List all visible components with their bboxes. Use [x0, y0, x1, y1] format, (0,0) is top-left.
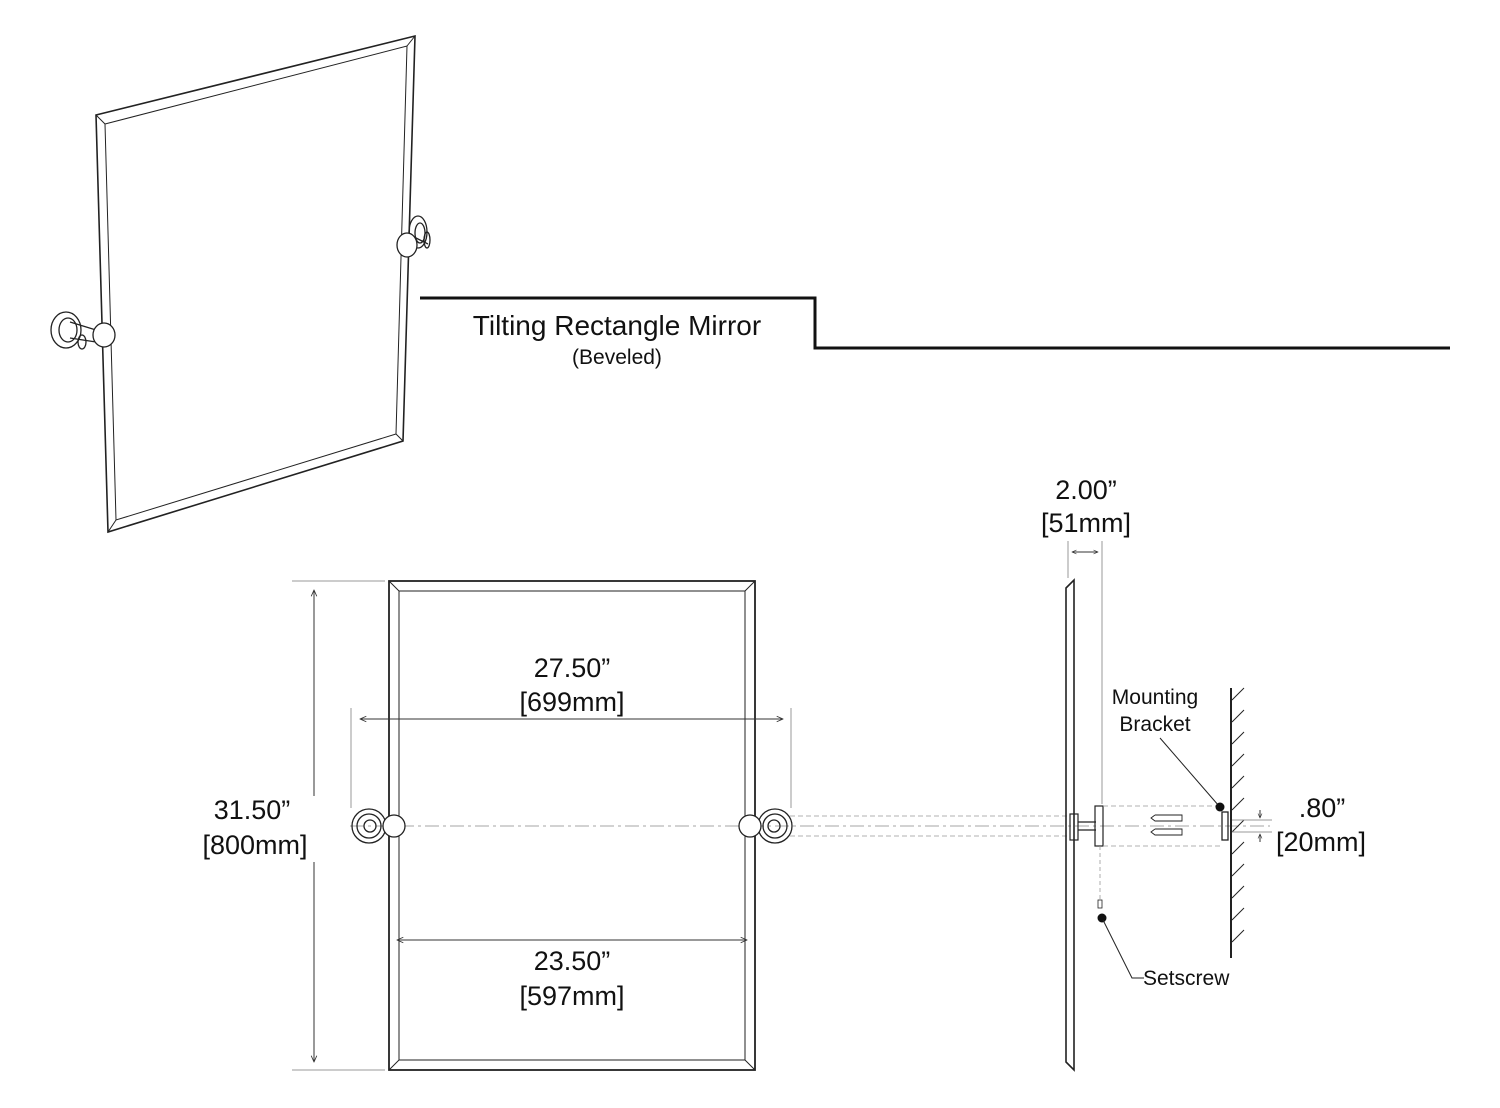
dimension-bracket-depth: [1232, 810, 1272, 842]
mirror-width-inches-label: 23.50”: [533, 946, 611, 976]
bracket-depth-inches-label: .80”: [1298, 793, 1346, 823]
dimension-projection: [1067, 541, 1103, 804]
dimension-bracket-span: [350, 708, 792, 808]
front-right-bracket: [738, 808, 793, 844]
title-rule: [420, 296, 1450, 350]
front-view: [350, 580, 1270, 1071]
height-mm-label: [800mm]: [202, 830, 308, 860]
diagram-subtitle: (Beveled): [572, 346, 662, 369]
perspective-right-bracket: [396, 215, 431, 258]
setscrew-label: Setscrew: [1143, 967, 1230, 990]
projection-inches-label: 2.00”: [1055, 475, 1117, 505]
leader-mounting-bracket: [1159, 737, 1225, 812]
mirror-width-mm-label: [597mm]: [519, 981, 625, 1011]
perspective-left-bracket: [50, 311, 116, 350]
front-left-bracket: [351, 808, 406, 844]
wall-hatching: [1231, 687, 1245, 943]
height-inches-label: 31.50”: [213, 795, 291, 825]
projection-mm-label: [51mm]: [1040, 508, 1132, 538]
perspective-mirror-view: [50, 34, 431, 534]
wall-screws: [1150, 814, 1183, 836]
leader-setscrew: [1097, 913, 1144, 979]
bracket-depth-mm-label: [20mm]: [1275, 827, 1367, 857]
mounting-bracket-label-line1: Mounting: [1111, 686, 1199, 709]
bracket-span-inches-label: 27.50”: [533, 653, 611, 683]
mounting-bracket-label-line2: Bracket: [1119, 713, 1191, 736]
dimension-height: [292, 580, 385, 1071]
side-view: [1065, 578, 1245, 1072]
diagram-title: Tilting Rectangle Mirror: [472, 310, 762, 341]
bracket-span-mm-label: [699mm]: [519, 687, 625, 717]
